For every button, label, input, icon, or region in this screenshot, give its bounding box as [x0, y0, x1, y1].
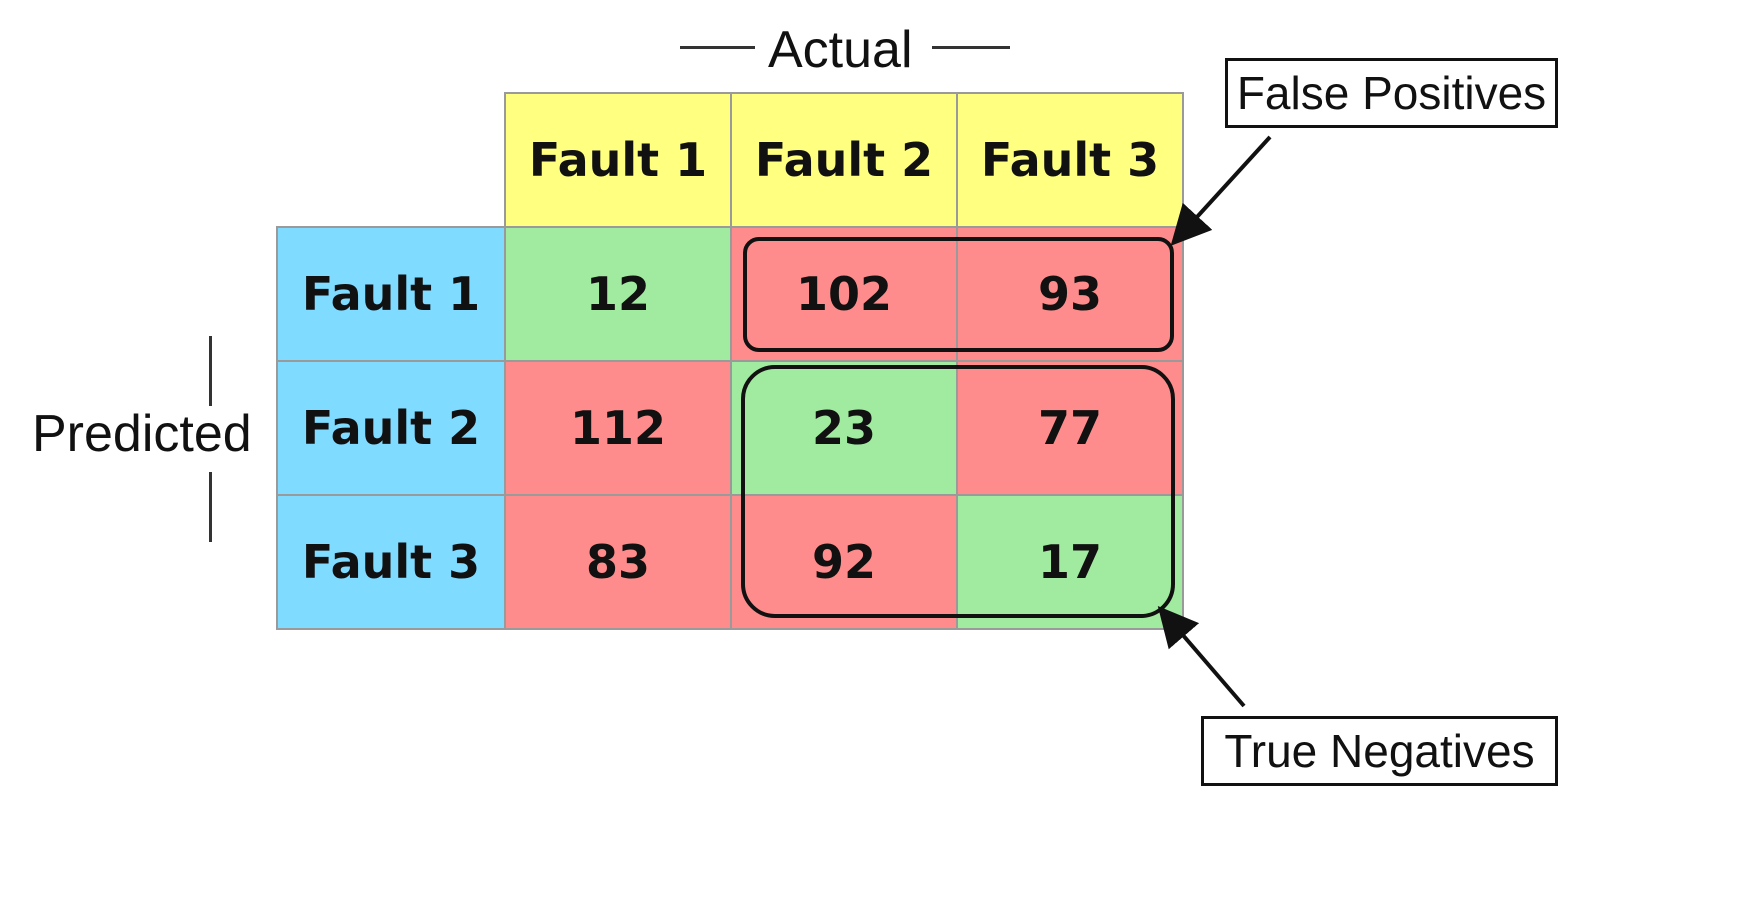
predicted-top-rule	[209, 336, 212, 406]
row-header-fault-1: Fault 1	[276, 226, 506, 362]
actual-left-rule	[680, 46, 755, 49]
row-header-fault-2: Fault 2	[276, 360, 506, 496]
matrix-cell-r3-c2: 92	[730, 494, 958, 630]
false-positives-highlight-box	[743, 237, 1174, 352]
true-negatives-callout: True Negatives	[1201, 716, 1558, 786]
matrix-cell-r3-c3: 17	[956, 494, 1184, 630]
matrix-cell-r3-c1: 83	[504, 494, 732, 630]
actual-axis-title: Actual	[768, 21, 913, 79]
true-negatives-arrow	[1157, 605, 1246, 708]
false-positives-callout: False Positives	[1225, 58, 1558, 128]
matrix-cell-r1-c2: 102	[730, 226, 958, 362]
true-negatives-highlight-box	[741, 365, 1175, 618]
predicted-bottom-rule	[209, 472, 212, 542]
matrix-cell-r1-c3: 93	[956, 226, 1184, 362]
column-header-fault-3: Fault 3	[956, 92, 1184, 228]
column-header-fault-2: Fault 2	[730, 92, 958, 228]
false-positives-arrow	[1170, 135, 1272, 246]
predicted-axis-title: Predicted	[32, 405, 252, 463]
matrix-cell-r2-c2: 23	[730, 360, 958, 496]
matrix-cell-r1-c1: 12	[504, 226, 732, 362]
row-header-fault-3: Fault 3	[276, 494, 506, 630]
actual-right-rule	[932, 46, 1010, 49]
